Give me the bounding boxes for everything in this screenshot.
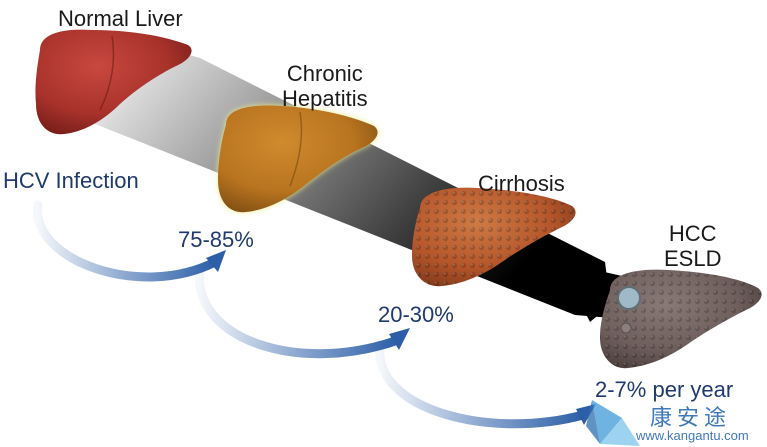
cirrhosis-rate: 20-30%	[378, 302, 454, 327]
hcc-liver-image	[600, 269, 762, 369]
watermark-chinese-text: 康安途	[650, 406, 732, 431]
arrow-chronic-to-cirrhosis	[194, 263, 403, 359]
progression-arrows	[33, 200, 596, 429]
hcc-label-line2: ESLD	[664, 246, 722, 271]
normal-liver-image	[35, 29, 192, 135]
chronic-label-line1: Chronic	[286, 61, 363, 86]
chronic-hepatitis-label: Chronic Hepatitis	[282, 61, 368, 111]
cirrhosis-liver-image	[412, 187, 576, 287]
hcv-infection-label: HCV Infection	[3, 168, 139, 193]
arrowhead-cirrhosis	[389, 328, 410, 350]
hcc-esld-label: HCC ESLD	[664, 221, 721, 271]
hcc-rate: 2-7% per year	[595, 377, 734, 402]
cirrhosis-label: Cirrhosis	[478, 171, 565, 196]
watermark: 康安途 www.kangantu.com	[586, 398, 767, 447]
chronic-liver-image	[218, 105, 378, 213]
arrowhead-chronic	[206, 250, 226, 272]
normal-liver-label: Normal Liver	[58, 6, 183, 31]
arrow-infection-to-chronic	[33, 200, 220, 282]
chronic-rate: 75-85%	[178, 227, 254, 252]
hcc-label-line1: HCC	[668, 221, 717, 246]
arrow-cirrhosis-to-hcc	[375, 340, 588, 429]
tumor-nodule	[617, 286, 641, 310]
watermark-url: www.kangantu.com	[636, 428, 749, 443]
chronic-label-line2: Hepatitis	[282, 86, 368, 111]
watermark-logo-icon	[586, 400, 640, 446]
